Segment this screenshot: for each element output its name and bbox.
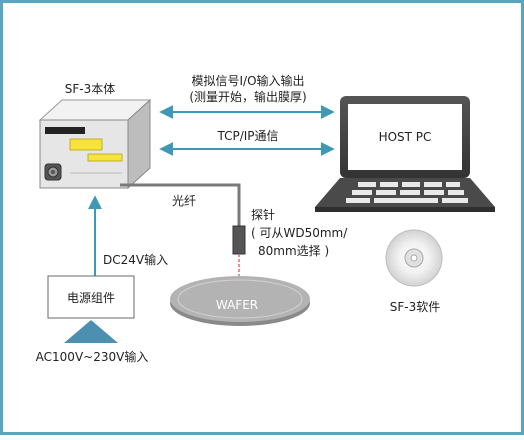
probe-note-1: ( 可从WD50mm/ xyxy=(251,226,348,240)
host-pc-label: HOST PC xyxy=(379,130,432,144)
power-module-label: 电源组件 xyxy=(67,291,115,305)
sf3-main-unit xyxy=(38,98,152,190)
optical-fiber xyxy=(120,183,241,227)
ac-input-label: AC100V~230V输入 xyxy=(36,349,149,364)
sf3-main-unit-label: SF-3本体 xyxy=(65,82,116,96)
io-signal-label: 模拟信号I/O输入输出 xyxy=(191,73,304,88)
probe-note-2: 80mm选择 ) xyxy=(258,244,329,258)
sf3-software-label: SF-3软件 xyxy=(390,300,441,314)
probe xyxy=(232,225,246,255)
wafer-label: WAFER xyxy=(216,298,258,312)
io-signal-sublabel: (测量开始，输出膜厚) xyxy=(189,89,306,104)
host-pc-laptop xyxy=(315,96,495,212)
dc24v-label: DC24V输入 xyxy=(103,252,168,267)
power-module-box xyxy=(47,275,135,319)
ac-input-arrow xyxy=(64,320,118,343)
probe-label: 探针 xyxy=(251,207,275,222)
optical-fiber-label: 光纤 xyxy=(172,194,196,208)
wafer xyxy=(170,276,310,326)
cd-icon xyxy=(385,229,443,287)
tcpip-label: TCP/IP通信 xyxy=(216,129,278,143)
